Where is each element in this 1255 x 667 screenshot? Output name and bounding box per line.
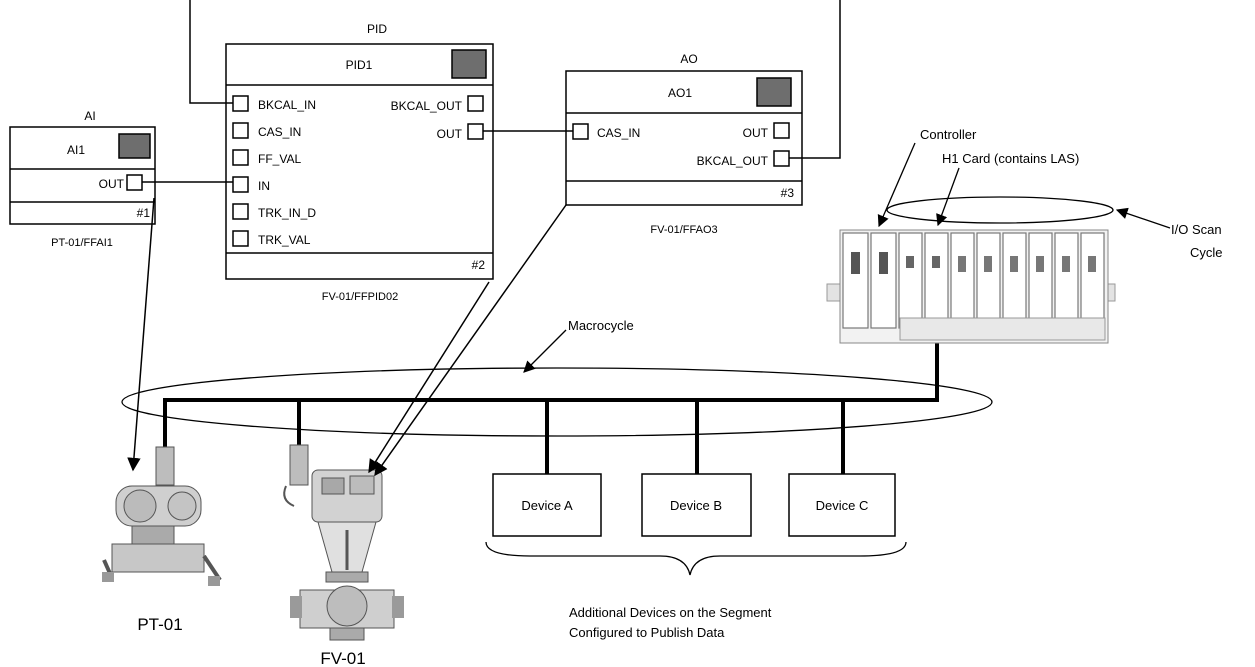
pid-port-trk-in-d[interactable] xyxy=(232,203,249,220)
ao-tag: FV-01/FFAO3 xyxy=(650,224,717,236)
controller-label: Controller xyxy=(920,127,977,142)
ai-to-transmitter-arrow xyxy=(127,197,155,472)
h1-card-label: H1 Card (contains LAS) xyxy=(942,151,1079,166)
pid-port-trk-val[interactable] xyxy=(232,230,249,247)
pid-input-label: CAS_IN xyxy=(258,125,301,139)
device-b-box xyxy=(641,473,752,537)
ao-output-label: BKCAL_OUT xyxy=(697,154,769,168)
pid-port-ff-val[interactable] xyxy=(232,149,249,166)
pid-port-bkcal-out[interactable] xyxy=(467,95,484,112)
pid-input-label: FF_VAL xyxy=(258,152,301,166)
ai-type-label: AI xyxy=(84,109,95,123)
link-to-pid-bkcal-in xyxy=(189,0,233,104)
macrocycle-ellipse xyxy=(121,367,993,437)
pid-port-bkcal-in[interactable] xyxy=(232,95,249,112)
ao-port-bkcal-out[interactable] xyxy=(773,150,790,167)
device-label: Device C xyxy=(816,498,869,513)
io-scan-ellipse xyxy=(886,196,1114,224)
ao-block-number: #3 xyxy=(781,186,795,200)
ai-block-name: AI1 xyxy=(67,143,85,157)
pid-tag: FV-01/FFPID02 xyxy=(322,291,398,303)
link-ao-bkcal-out xyxy=(789,0,841,159)
ao-status-indicator xyxy=(756,77,792,107)
device-a-box xyxy=(492,473,602,537)
io-scan-label-line1: I/O Scan xyxy=(1171,222,1222,237)
transmitter-label: PT-01 xyxy=(137,615,182,634)
pid-output-label: BKCAL_OUT xyxy=(391,99,463,113)
io-card-slots xyxy=(842,232,1105,329)
pid-input-label: TRK_IN_D xyxy=(258,206,316,220)
ai-block-number: #1 xyxy=(137,206,151,220)
ao-block[interactable]: AO AO1 CAS_IN OUT BKCAL_OUT #3 FV-01/FFA… xyxy=(565,52,803,236)
pid-to-valve-arrow xyxy=(368,281,490,474)
ao-port-cas-in[interactable] xyxy=(572,123,589,140)
device-label: Device A xyxy=(521,498,573,513)
terminal-strip xyxy=(899,317,1106,341)
ao-output-label: OUT xyxy=(743,126,769,140)
fieldbus-segment: Macrocycle xyxy=(121,318,993,474)
io-scan-label-line2: Cycle xyxy=(1190,245,1223,260)
ai-tag: PT-01/FFAI1 xyxy=(51,237,113,249)
ao-port-out[interactable] xyxy=(773,122,790,139)
pid-port-cas-in[interactable] xyxy=(232,122,249,139)
pid-port-in[interactable] xyxy=(232,176,249,193)
io-scan-arrow xyxy=(1115,207,1171,229)
device-label: Device B xyxy=(670,498,722,513)
valve-label: FV-01 xyxy=(320,649,365,667)
pid-type-label: PID xyxy=(367,22,387,36)
ao-block-name: AO1 xyxy=(668,86,692,100)
pid-output-label: OUT xyxy=(437,127,463,141)
pid-input-label: TRK_VAL xyxy=(258,233,311,247)
ai-out-port[interactable] xyxy=(126,174,143,191)
macrocycle-label: Macrocycle xyxy=(568,318,634,333)
control-valve: FV-01 xyxy=(283,444,404,667)
device-c-box xyxy=(788,473,896,537)
ao-input-label: CAS_IN xyxy=(597,126,640,140)
devices-note-line2: Configured to Publish Data xyxy=(569,625,725,640)
controller-arrow xyxy=(877,142,916,228)
devices-brace xyxy=(485,541,907,576)
function-block-links xyxy=(142,0,841,183)
pid-status-indicator xyxy=(451,49,487,79)
ai-status-indicator xyxy=(118,133,151,159)
pid-block-number: #2 xyxy=(472,258,486,272)
pid-input-label: BKCAL_IN xyxy=(258,98,316,112)
devices-note-line1: Additional Devices on the Segment xyxy=(569,605,772,620)
ao-type-label: AO xyxy=(680,52,697,66)
segment-devices: Device A Device B Device C Additional De… xyxy=(485,473,907,640)
ai-out-label: OUT xyxy=(99,177,125,191)
h1-trunk xyxy=(163,318,939,470)
h1-card-arrow xyxy=(936,167,960,227)
pressure-transmitter: PT-01 xyxy=(102,446,222,634)
pid-block-name: PID1 xyxy=(346,58,373,72)
macrocycle-arrow xyxy=(523,329,567,373)
controller-rack: Controller H1 Card (contains LAS) I/O Sc… xyxy=(826,127,1223,344)
pid-block[interactable]: PID PID1 BKCAL_IN CAS_IN FF_VAL IN TRK_I… xyxy=(225,22,494,303)
ai-block[interactable]: AI AI1 OUT #1 PT-01/FFAI1 xyxy=(9,109,156,249)
ao-to-valve-arrow xyxy=(374,204,567,477)
pid-input-label: IN xyxy=(258,179,270,193)
pid-port-out[interactable] xyxy=(467,123,484,140)
